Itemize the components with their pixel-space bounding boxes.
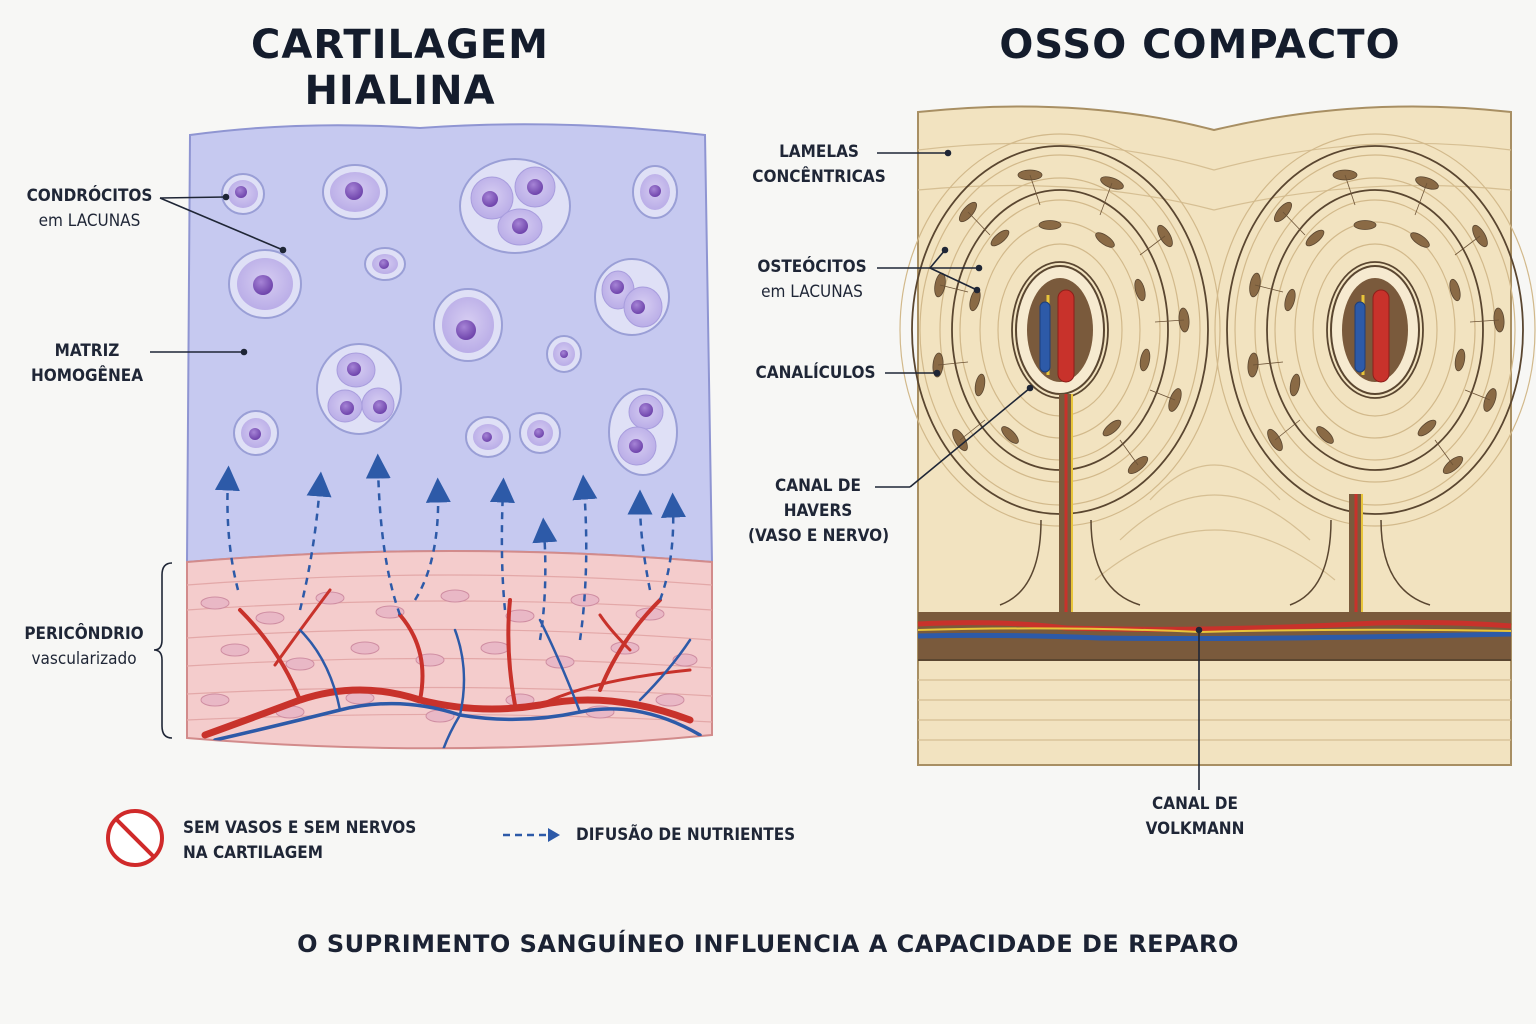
havers-label-line2: HAVERS	[783, 501, 853, 521]
havers-label-line1: CANAL DE	[775, 476, 861, 496]
matrix-label: MATRIZ HOMOGÊNEA	[22, 339, 152, 389]
chondrocyte-cell	[322, 164, 388, 220]
chondrocytes-label-line2: em LACUNAS	[38, 211, 141, 231]
footer-caption: O SUPRIMENTO SANGUÍNEO INFLUENCIA A CAPA…	[297, 930, 1239, 958]
chondrocyte-group	[316, 343, 402, 435]
matrix-label-line2: HOMOGÊNEA	[30, 366, 144, 386]
volkmann-label-line2: VOLKMANN	[1145, 819, 1245, 839]
legend-no-vessels: SEM VASOS E SEM NERVOS NA CARTILAGEM	[183, 816, 416, 866]
legend-diffusion: DIFUSÃO DE NUTRIENTES	[576, 823, 795, 848]
bone-leader-lines	[875, 149, 1203, 790]
osteocytes-label-line2: em LACUNAS	[761, 282, 863, 302]
volkmann-canal	[917, 612, 1512, 661]
chondrocyte-cell	[228, 249, 302, 319]
lamellae-label: LAMELAS CONCÊNTRICAS	[744, 140, 894, 190]
legend-no-vessels-line2: NA CARTILAGEM	[183, 843, 323, 863]
osteocytes-label-line1: OSTEÓCITOS	[757, 257, 867, 277]
chondrocytes-label-line1: CONDRÓCITOS	[26, 186, 153, 206]
chondrocytes-label: CONDRÓCITOS em LACUNAS	[22, 184, 157, 234]
perichondrium-label: PERICÔNDRIO vascularizado	[14, 622, 154, 672]
chondrocytes	[221, 158, 678, 476]
chondrocyte-group	[608, 388, 678, 476]
chondrocyte-cell	[519, 412, 561, 454]
havers-canal-label: CANAL DE HAVERS (VASO E NERVO)	[748, 474, 890, 549]
legend-no-vessels-line1: SEM VASOS E SEM NERVOS	[183, 818, 417, 838]
chondrocyte-cell	[364, 247, 406, 281]
chondrocyte-group	[594, 258, 670, 336]
perichondrium-label-line2: vascularizado	[31, 649, 137, 669]
perichondrium	[186, 550, 713, 750]
legend-diffusion-text: DIFUSÃO DE NUTRIENTES	[576, 825, 796, 845]
dashed-arrow-icon	[503, 828, 560, 842]
havers-label-line3: (VASO E NERVO)	[748, 526, 890, 546]
cartilage-title: CARTILAGEM HIALINA	[251, 22, 549, 114]
chondrocyte-cell	[632, 165, 678, 219]
lamellae-label-line2: CONCÊNTRICAS	[752, 167, 886, 187]
canaliculi-label-text: CANALÍCULOS	[755, 363, 876, 383]
compact-bone	[899, 105, 1536, 766]
prohibited-icon	[106, 809, 164, 867]
osteon-right	[1214, 133, 1536, 527]
connecting-canals	[999, 394, 1431, 612]
chondrocyte-cell	[546, 335, 582, 373]
chondrocyte-group	[459, 158, 571, 254]
canaliculi-label: CANALÍCULOS	[748, 361, 883, 386]
chondrocyte-cell	[221, 173, 265, 215]
cartilage-leader-lines	[150, 193, 287, 739]
perichondrium-vessels	[201, 588, 702, 749]
volkmann-label-line1: CANAL DE	[1152, 794, 1238, 814]
chondrocyte-cell	[465, 416, 511, 458]
osteocytes-label: OSTEÓCITOS em LACUNAS	[742, 255, 882, 305]
perichondrium-label-line1: PERICÔNDRIO	[24, 624, 144, 644]
chondrocyte-cell	[233, 410, 279, 456]
volkmann-canal-label: CANAL DE VOLKMANN	[1120, 792, 1270, 842]
chondrocyte-cell	[433, 288, 503, 362]
diffusion-arrows	[214, 453, 686, 641]
bone-title: OSSO COMPACTO	[999, 22, 1401, 68]
lamellae-label-line1: LAMELAS	[779, 142, 859, 162]
matrix-label-line1: MATRIZ	[54, 341, 120, 361]
